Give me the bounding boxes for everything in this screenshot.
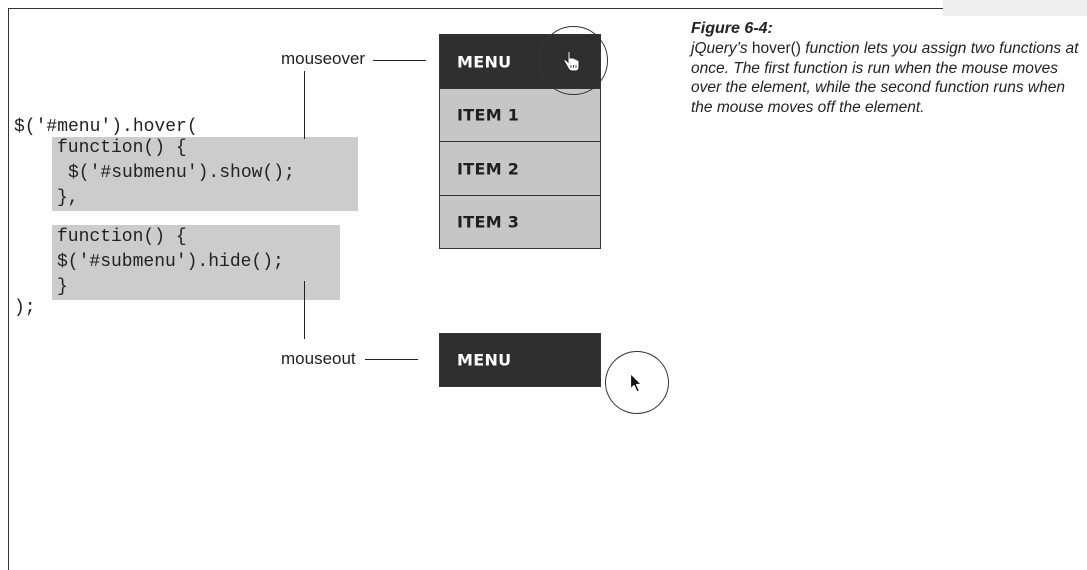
code-line-2: function() { [57, 138, 187, 158]
menu-item-label: ITEM 3 [457, 212, 520, 232]
caption-text-body: function lets you assign two functions a… [691, 40, 1079, 116]
code-line-4: }, [57, 188, 79, 208]
mouseout-highlight-circle [605, 351, 669, 414]
mouseover-label: mouseover [281, 49, 366, 68]
mouseout-connector [304, 281, 305, 339]
menu-header-label: MENU [457, 350, 512, 370]
code-line-6: $('#submenu').hide(); [57, 252, 284, 272]
code-line-5: function() { [57, 227, 187, 247]
code-highlight-hide-function [52, 225, 340, 300]
code-line-7: } [57, 277, 68, 297]
arrow-pointer-icon [629, 372, 643, 393]
mouseout-leader-line [365, 359, 418, 360]
hand-pointer-icon [563, 51, 580, 72]
figure-caption-title: Figure 6-4: [691, 20, 773, 37]
menu-item-label: ITEM 2 [457, 159, 520, 178]
menu-item-3[interactable]: ITEM 3 [439, 195, 601, 249]
figure-caption-body: jQuery’s hover() function lets you assig… [691, 39, 1083, 117]
code-line-1: $('#menu').hover( [14, 117, 198, 137]
menu-item-2[interactable]: ITEM 2 [439, 141, 601, 196]
figure-frame-left [8, 8, 9, 570]
code-highlight-show-function [52, 137, 358, 211]
code-line-8: ); [14, 298, 36, 318]
corner-tab [943, 0, 1087, 16]
caption-text-pre: jQuery’s [691, 40, 752, 57]
mouseout-label: mouseout [281, 349, 356, 368]
menu-item-1[interactable]: ITEM 1 [439, 88, 601, 142]
menu-header-label: MENU [457, 52, 512, 71]
menu-header-out[interactable]: MENU [439, 333, 601, 387]
mouseover-connector [304, 71, 305, 139]
mouseover-leader-line [373, 60, 426, 61]
figure-frame-top [8, 8, 1087, 9]
menu-item-label: ITEM 1 [457, 105, 520, 125]
code-line-3: $('#submenu').show(); [68, 163, 295, 183]
caption-code-word: hover() [751, 40, 801, 57]
hover-highlight-circle [539, 26, 608, 95]
